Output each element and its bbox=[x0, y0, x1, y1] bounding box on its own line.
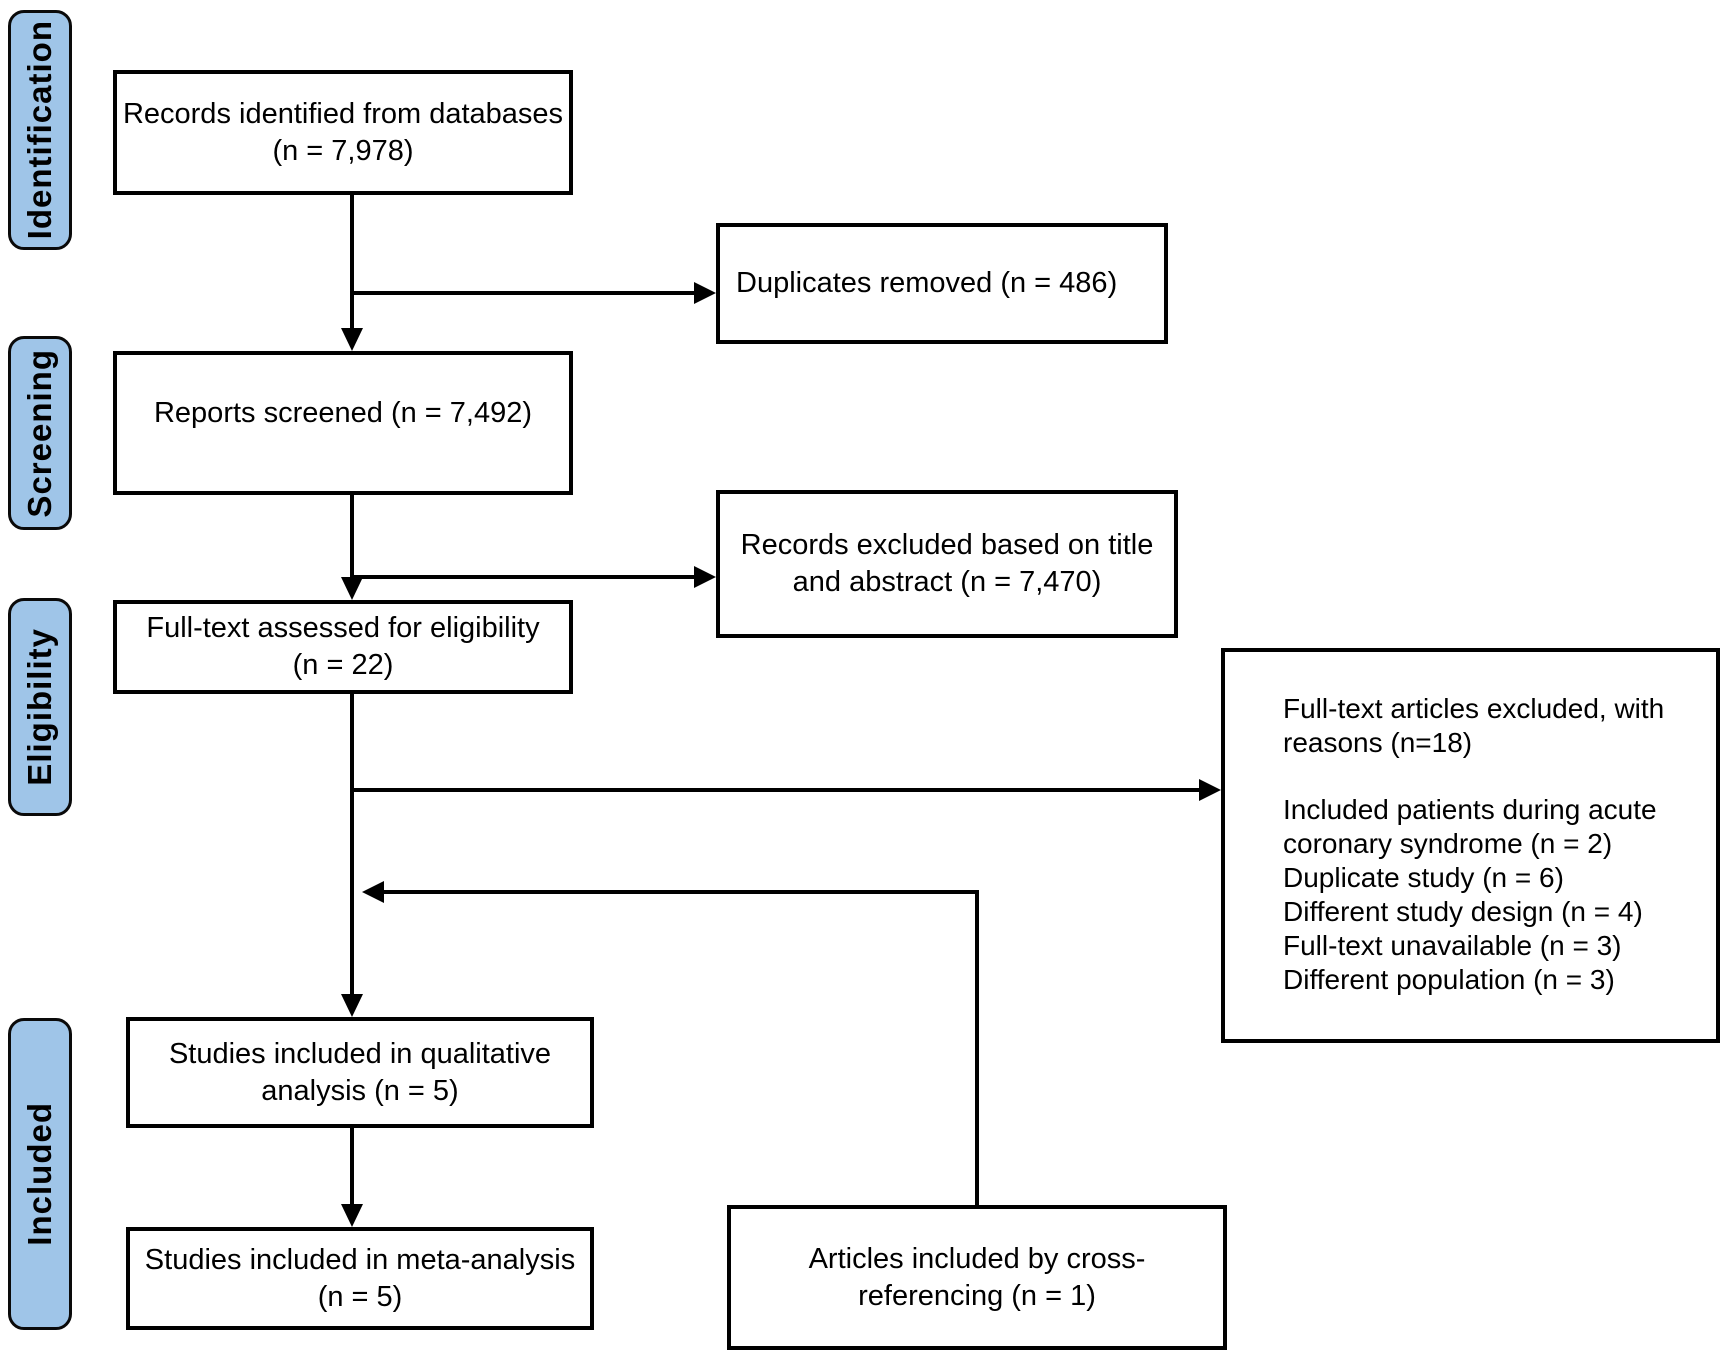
box-text-line: Articles included by cross- bbox=[808, 1242, 1146, 1275]
stage-label-screening: Screening bbox=[8, 336, 72, 530]
box-text-line: reasons (n=18) bbox=[1283, 727, 1473, 758]
exclusion-reasons-list: Included patients during acute coronary … bbox=[1283, 793, 1657, 997]
arrowhead-fulltext-to-qualitative bbox=[341, 994, 363, 1017]
stage-label-identification-text: Identification bbox=[21, 20, 58, 240]
box-text-line: Full-text articles excluded, with bbox=[1283, 693, 1665, 724]
box-reports-screened: Reports screened (n = 7,492) bbox=[113, 351, 573, 495]
box-text-line: Duplicates removed (n = 486) bbox=[736, 267, 1118, 299]
box-meta-analysis: Studies included in meta-analysis (n = 5… bbox=[126, 1227, 594, 1330]
stage-label-included: Included bbox=[8, 1018, 72, 1330]
stage-label-identification: Identification bbox=[8, 10, 72, 250]
exclusion-reason-line: Full-text unavailable (n = 3) bbox=[1283, 930, 1622, 961]
box-text-line: Full-text assessed for eligibility bbox=[146, 612, 540, 644]
arrowhead-to-records-excluded bbox=[694, 566, 716, 588]
stage-label-eligibility: Eligibility bbox=[8, 598, 72, 816]
box-qualitative-analysis: Studies included in qualitative analysis… bbox=[126, 1017, 594, 1128]
box-text-line: (n = 5) bbox=[317, 1280, 403, 1313]
arrowhead-to-fulltext-excluded bbox=[1199, 779, 1221, 801]
exclusion-reason-line: Different population (n = 3) bbox=[1283, 964, 1615, 995]
box-duplicates-removed: Duplicates removed (n = 486) bbox=[716, 223, 1168, 344]
box-text-line: Reports screened (n = 7,492) bbox=[153, 397, 533, 429]
box-text-line: Studies included in meta-analysis bbox=[144, 1243, 576, 1276]
box-text-line: (n = 7,978) bbox=[272, 134, 414, 167]
stage-label-included-text: Included bbox=[21, 1102, 58, 1246]
box-text-line: analysis (n = 5) bbox=[261, 1074, 459, 1107]
box-text-line: referencing (n = 1) bbox=[858, 1279, 1096, 1312]
stage-label-screening-text: Screening bbox=[21, 348, 58, 518]
box-fulltext-assessed: Full-text assessed for eligibility (n = … bbox=[113, 600, 573, 694]
box-records-excluded: Records excluded based on title and abst… bbox=[716, 490, 1178, 638]
box-text-line: Studies included in qualitative bbox=[168, 1037, 552, 1070]
exclusion-reason-line: coronary syndrome (n = 2) bbox=[1283, 828, 1613, 859]
arrowhead-qualitative-to-meta bbox=[341, 1204, 363, 1227]
arrow-from-cross-referencing bbox=[383, 890, 979, 1205]
arrowhead-to-duplicates bbox=[694, 282, 716, 304]
box-cross-referencing: Articles included by cross- referencing … bbox=[727, 1205, 1227, 1350]
arrowhead-identified-to-screened bbox=[341, 328, 363, 351]
exclusion-reason-line: Included patients during acute bbox=[1283, 794, 1657, 825]
arrowhead-screened-to-fulltext bbox=[341, 577, 363, 600]
exclusion-reason-line: Duplicate study (n = 6) bbox=[1283, 862, 1564, 893]
box-text-line: and abstract (n = 7,470) bbox=[792, 566, 1102, 598]
stage-label-eligibility-text: Eligibility bbox=[21, 628, 58, 786]
exclusion-reason-line: Different study design (n = 4) bbox=[1283, 896, 1643, 927]
box-text-line: Records identified from databases bbox=[122, 97, 564, 130]
box-records-identified: Records identified from databases (n = 7… bbox=[113, 70, 573, 195]
box-text-line: (n = 22) bbox=[292, 649, 394, 681]
box-text-line: Records excluded based on title bbox=[740, 529, 1154, 561]
arrowhead-from-cross-referencing bbox=[362, 881, 384, 903]
box-fulltext-excluded: Full-text articles excluded, with reason… bbox=[1221, 648, 1720, 1043]
